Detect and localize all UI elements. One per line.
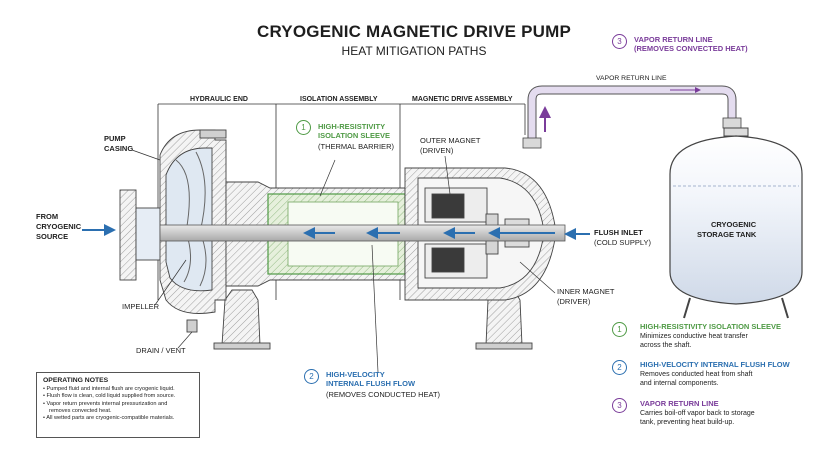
legend-2-title: HIGH-VELOCITY INTERNAL FLUSH FLOW — [640, 360, 790, 369]
label-outer-magnet-1: OUTER MAGNET — [420, 136, 481, 145]
legend-1-desc-1: Minimizes conductive heat transfer — [640, 333, 748, 340]
callout-3-badge: 3 — [612, 34, 627, 49]
label-pump-casing-1: PUMP — [104, 134, 126, 143]
operating-notes-list: Pumped fluid and internal flush are cryo… — [43, 386, 199, 422]
operating-notes-box: OPERATING NOTES Pumped fluid and interna… — [36, 372, 200, 438]
label-storage-tank-2: STORAGE TANK — [697, 230, 757, 239]
section-magnetic-drive: MAGNETIC DRIVE ASSEMBLY — [412, 96, 513, 103]
legend-3-desc-2: tank, preventing heat build-up. — [640, 419, 735, 426]
label-inner-magnet-2: (DRIVER) — [557, 297, 591, 306]
legend-2-desc-1: Removes conducted heat from shaft — [640, 371, 753, 378]
callout-1-line-1: HIGH-RESISTIVITY — [318, 122, 386, 131]
diagram-subtitle: HEAT MITIGATION PATHS — [341, 44, 487, 58]
legend-1-desc-2: across the shaft. — [640, 342, 692, 349]
label-flush-inlet-1: FLUSH INLET — [594, 228, 643, 237]
leader-lines — [131, 149, 556, 373]
label-drain-vent: DRAIN / VENT — [136, 346, 186, 355]
note-item: Vapor return prevents internal pressuriz… — [43, 401, 199, 408]
label-pump-casing-2: CASING — [104, 144, 134, 153]
flush-flow-arrows — [82, 224, 590, 240]
legend-2-desc-2: and internal components. — [640, 380, 719, 387]
legend-3-desc-1: Carries boil-off vapor back to storage — [640, 410, 755, 417]
callout-1-badge: 1 — [296, 120, 311, 135]
callout-2-line-2: INTERNAL FLUSH FLOW — [326, 379, 416, 388]
label-from-source-1: FROM — [36, 212, 59, 221]
storage-tank — [669, 127, 803, 319]
label-flush-inlet-2: (COLD SUPPLY) — [594, 238, 651, 247]
legend-1-title: HIGH-RESISTIVITY ISOLATION SLEEVE — [640, 322, 781, 331]
callout-1-sub: (THERMAL BARRIER) — [318, 142, 394, 151]
operating-notes-heading: OPERATING NOTES — [43, 377, 109, 384]
label-impeller: IMPELLER — [122, 302, 160, 311]
legend-3-title: VAPOR RETURN LINE — [640, 399, 719, 408]
label-from-source-2: CRYOGENIC — [36, 222, 82, 231]
note-item-continued: removes convected heat. — [49, 407, 112, 414]
legend-1-badge: 1 — [612, 322, 627, 337]
callout-1-line-2: ISOLATION SLEEVE — [318, 131, 390, 140]
label-from-source-3: SOURCE — [36, 232, 69, 241]
callout-3-line-1: VAPOR RETURN LINE — [634, 35, 713, 44]
section-isolation-assembly: ISOLATION ASSEMBLY — [300, 96, 378, 103]
label-inner-magnet-1: INNER MAGNET — [557, 287, 615, 296]
legend-2-badge: 2 — [612, 360, 627, 375]
callout-2-badge: 2 — [304, 369, 319, 384]
diagram-title: CRYOGENIC MAGNETIC DRIVE PUMP — [256, 22, 572, 41]
callout-3-line-2: (REMOVES CONVECTED HEAT) — [634, 44, 748, 53]
note-item: Pumped fluid and internal flush are cryo… — [43, 386, 199, 393]
callout-2-line-1: HIGH-VELOCITY — [326, 370, 385, 379]
label-storage-tank-1: CRYOGENIC — [711, 220, 757, 229]
pump-supports — [213, 289, 533, 350]
label-outer-magnet-2: (DRIVEN) — [420, 146, 454, 155]
note-item: All wetted parts are cryogenic-compatibl… — [43, 415, 199, 422]
callout-2-sub: (REMOVES CONDUCTED HEAT) — [326, 390, 441, 399]
pump-casing — [119, 129, 227, 333]
note-item: Flush flow is clean, cold liquid supplie… — [43, 393, 199, 400]
label-vapor-return-line: VAPOR RETURN LINE — [596, 75, 667, 82]
legend-3-badge: 3 — [612, 398, 627, 413]
section-hydraulic-end: HYDRAULIC END — [190, 96, 248, 103]
